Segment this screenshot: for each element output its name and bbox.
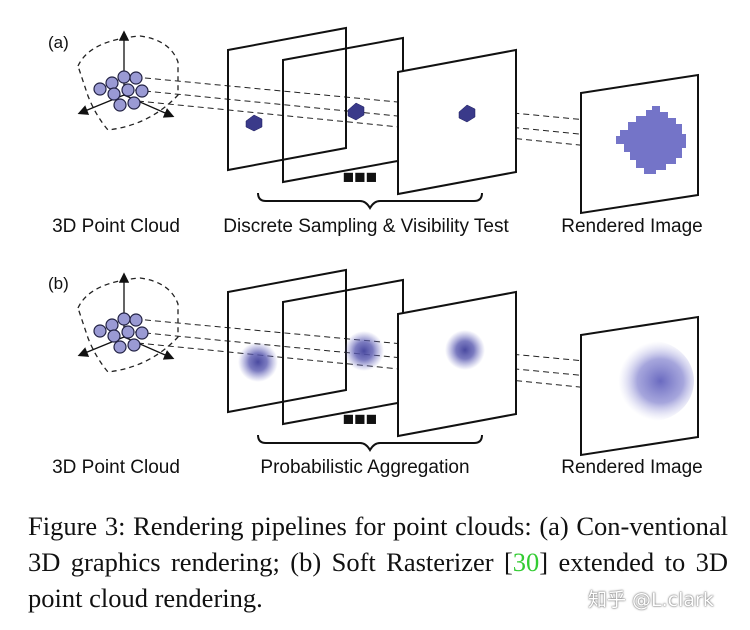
hexagon-samples (245, 102, 476, 132)
citation-link[interactable]: 30 (512, 547, 540, 577)
plane-2 (282, 36, 404, 184)
point-cloud-b (93, 312, 149, 354)
ellipsis-b: ■■■ (343, 409, 377, 430)
brace-b (257, 434, 483, 453)
caption-text: Figure 3: Rendering pipelines for point … (28, 511, 728, 577)
plane-3 (397, 48, 517, 196)
sampling-planes (227, 26, 517, 196)
stage-label-b-3: Rendered Image (561, 457, 703, 478)
panel-b-label: (b) (48, 274, 69, 293)
panel-a: (a) (48, 26, 703, 237)
point-cloud (93, 70, 149, 112)
stage-label-b-2: Probabilistic Aggregation (260, 457, 469, 478)
panel-a-label: (a) (48, 33, 69, 52)
point-cloud-outline (77, 35, 179, 131)
pipeline-diagram: (a) (48, 26, 703, 478)
stage-label-a-1: 3D Point Cloud (52, 216, 180, 237)
plane-1 (227, 26, 347, 172)
stage-label-b-1: 3D Point Cloud (52, 457, 180, 478)
stage-label-a-3: Rendered Image (561, 216, 703, 237)
watermark: 知乎 @L.clark (588, 589, 714, 611)
soft-blobs (238, 330, 485, 382)
brace-a (257, 192, 483, 211)
plane-2-b (282, 278, 404, 426)
plane-1-b (227, 268, 347, 414)
rendered-soft-blob-b (610, 341, 694, 421)
stage-label-a-2: Discrete Sampling & Visibility Test (223, 216, 509, 237)
rendered-pixels-a (616, 106, 686, 174)
panel-b: (b) (48, 268, 703, 478)
ellipsis-a: ■■■ (343, 167, 377, 188)
point-cloud-outline-b (77, 277, 179, 373)
figure-caption: Figure 3: Rendering pipelines for point … (28, 508, 728, 616)
caption-text-end: ] extended to 3D point cloud rendering. (28, 547, 728, 613)
